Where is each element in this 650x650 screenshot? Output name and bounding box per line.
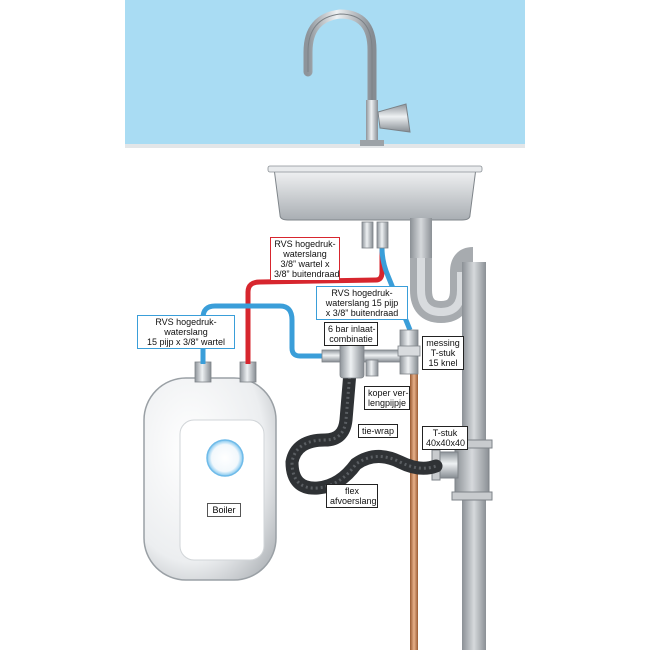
label-line: flex bbox=[344, 486, 359, 496]
boiler-label: Boiler bbox=[207, 503, 241, 517]
label-flex-drain-hose: flex afvoerslang bbox=[326, 484, 378, 508]
label-cold-hose-left: RVS hogedruk- waterslang 15 pijp x 3/8” … bbox=[137, 315, 235, 349]
countertop-edge bbox=[125, 144, 525, 148]
label-line: 3/8” buitendraad bbox=[274, 269, 340, 279]
label-hot-hose: RVS hogedruk- waterslang 3/8” wartel x 3… bbox=[270, 237, 340, 281]
label-line: x 3/8” buitendraad bbox=[325, 308, 399, 318]
boiler bbox=[143, 361, 277, 581]
label-line: 6 bar inlaat- bbox=[328, 324, 376, 334]
hot-water-hose bbox=[245, 240, 385, 364]
label-brass-t-piece: messing T-stuk 15 knel bbox=[422, 336, 464, 370]
label-inlet-combination: 6 bar inlaat- combinatie bbox=[324, 322, 378, 346]
label-line: messing bbox=[426, 338, 460, 348]
label-line: RVS hogedruk- bbox=[274, 239, 336, 249]
inlet-combination-valve bbox=[321, 335, 413, 379]
copper-pipe bbox=[410, 370, 418, 650]
label-line: waterslang bbox=[283, 249, 327, 259]
label-line: afvoerslang bbox=[330, 496, 377, 506]
label-line: waterslang bbox=[164, 327, 208, 337]
label-line: RVS hogedruk- bbox=[331, 288, 393, 298]
label-line: 40x40x40 bbox=[426, 438, 466, 448]
label-line: 15 knel bbox=[428, 358, 458, 368]
label-line: T-stuk bbox=[432, 428, 458, 438]
label-line: waterslang 15 pijp bbox=[325, 298, 399, 308]
tap-connector-hot bbox=[361, 221, 374, 249]
brass-t-piece bbox=[397, 329, 421, 375]
label-line: lengpijpje bbox=[368, 398, 407, 408]
label-drain-t-piece: T-stuk 40x40x40 bbox=[422, 426, 468, 450]
label-line: RVS hogedruk- bbox=[155, 317, 217, 327]
tap-connector-cold bbox=[376, 221, 389, 249]
label-line: koper ver- bbox=[368, 388, 409, 398]
faucet bbox=[303, 9, 411, 146]
label-line: 15 pijp x 3/8” wartel bbox=[146, 337, 226, 347]
label-line: combinatie bbox=[329, 334, 373, 344]
drain-pipe bbox=[410, 218, 493, 650]
label-tie-wrap: tie-wrap bbox=[358, 424, 398, 438]
sink bbox=[267, 165, 483, 221]
label-line: 3/8” wartel x bbox=[280, 259, 330, 269]
label-copper-pipe: koper ver- lengpijpje bbox=[364, 386, 410, 410]
label-line: T-stuk bbox=[430, 348, 456, 358]
label-cold-hose-right: RVS hogedruk- waterslang 15 pijp x 3/8” … bbox=[316, 286, 408, 320]
label-line: tie-wrap bbox=[362, 426, 395, 436]
cold-hose-left bbox=[200, 303, 332, 364]
